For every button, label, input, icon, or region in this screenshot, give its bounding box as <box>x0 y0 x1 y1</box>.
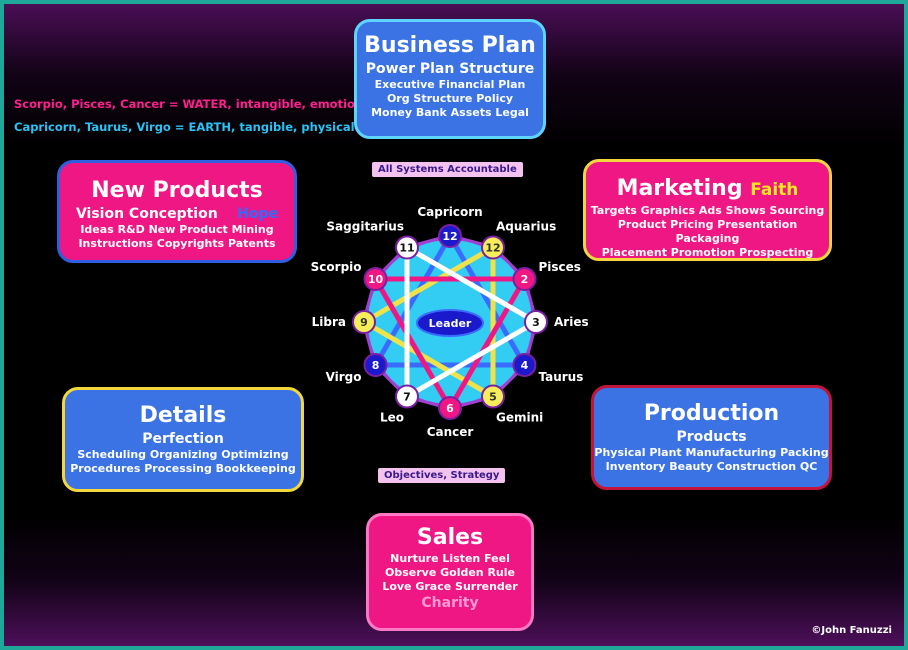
business-plan-line: Money Bank Assets Legal <box>371 106 529 119</box>
business-plan-title: Business Plan <box>364 33 536 58</box>
details-subtitle: Perfection <box>142 431 224 447</box>
diagram-canvas: Scorpio, Pisces, Cancer = WATER, intangi… <box>4 4 904 646</box>
details-line: Procedures Processing Bookkeeping <box>70 462 296 475</box>
sign-label: Cancer <box>427 425 474 439</box>
sign-label: Capricorn <box>417 205 482 219</box>
production-line: Physical Plant Manufacturing Packing <box>594 446 829 459</box>
new-products-line: Instructions Copyrights Patents <box>78 237 276 250</box>
sign-label: Leo <box>380 410 404 424</box>
new-products-box: New Products Vision Conception Hope Idea… <box>57 160 297 263</box>
details-line: Scheduling Organizing Optimizing <box>77 448 289 461</box>
sign-number: 3 <box>532 316 540 329</box>
earth-legend: Capricorn, Taurus, Virgo = EARTH, tangib… <box>14 120 355 134</box>
sign-number: 9 <box>360 316 368 329</box>
sign-number: 11 <box>399 242 414 255</box>
sign-node <box>352 310 376 334</box>
sign-node <box>481 384 505 409</box>
production-box: Production Products Physical Plant Manuf… <box>591 385 832 490</box>
leader-label: Leader <box>429 317 472 330</box>
business-plan-subtitle: Power Plan Structure <box>365 61 535 77</box>
sign-node <box>395 384 419 409</box>
sign-number: 5 <box>489 390 497 403</box>
business-plan-line: Org Structure Policy <box>386 92 514 105</box>
triangle-line <box>373 276 527 411</box>
sales-line: Love Grace Surrender <box>382 580 518 593</box>
water-legend: Scorpio, Pisces, Cancer = WATER, intangi… <box>14 97 375 111</box>
sign-label: Aries <box>554 315 589 329</box>
sign-number: 12 <box>442 230 457 243</box>
sign-label: Pisces <box>538 260 580 274</box>
details-box: Details Perfection Scheduling Organizing… <box>62 387 304 492</box>
sign-number: 8 <box>372 359 380 372</box>
sign-node <box>512 267 537 291</box>
leader-ellipse <box>416 309 484 337</box>
production-subtitle: Products <box>676 429 747 445</box>
sign-number: 2 <box>521 273 529 286</box>
triangle-line <box>404 245 539 399</box>
marketing-title: Marketing <box>616 176 743 201</box>
sales-line: Observe Golden Rule <box>384 566 515 579</box>
marketing-line: Product Pricing Presentation Packaging <box>617 218 798 245</box>
marketing-line: Targets Graphics Ads Shows Sourcing <box>590 204 825 217</box>
sales-box: Sales Nurture Listen Feel Observe Golden… <box>366 513 534 631</box>
sign-node <box>395 235 419 260</box>
sign-node <box>481 235 505 260</box>
marketing-box: Marketing Faith Targets Graphics Ads Sho… <box>583 159 832 261</box>
new-products-subtitle-row: Vision Conception Hope <box>60 205 294 223</box>
sign-node <box>363 267 388 291</box>
triangle-line <box>361 245 496 399</box>
sign-node <box>438 396 462 420</box>
sign-number: 4 <box>521 359 529 372</box>
objectives-tag: Objectives, Strategy <box>378 468 506 483</box>
sales-line: Nurture Listen Feel <box>390 552 510 565</box>
sign-number: 7 <box>403 390 411 403</box>
production-title: Production <box>643 401 780 426</box>
faith-label: Faith <box>750 180 799 200</box>
sales-title: Sales <box>416 525 484 550</box>
all-systems-tag: All Systems Accountable <box>372 162 523 177</box>
business-plan-box: Business Plan Power Plan Structure Execu… <box>354 19 546 139</box>
sign-number: 12 <box>485 242 500 255</box>
sign-number: 6 <box>446 402 454 415</box>
sign-label: Saggitarius <box>326 220 404 234</box>
triangle-line <box>373 233 527 368</box>
new-products-line: Ideas R&D New Product Mining <box>80 223 274 236</box>
marketing-title-row: Marketing Faith <box>586 175 829 204</box>
production-line: Inventory Beauty Construction QC <box>605 460 818 473</box>
sign-node <box>512 353 537 377</box>
sign-label: Taurus <box>538 370 583 384</box>
new-products-subtitle: Vision Conception <box>75 206 218 222</box>
charity-label: Charity <box>421 595 479 611</box>
sign-node <box>363 353 388 377</box>
sign-label: Aquarius <box>496 220 556 234</box>
new-products-title: New Products <box>91 178 263 203</box>
sign-label: Gemini <box>496 410 543 424</box>
details-title: Details <box>139 403 227 428</box>
enneagram-wheel: Leader 12 Capricorn 12 Aquarius 2 Pisces 3 Aries… <box>311 205 589 439</box>
sign-label: Scorpio <box>311 260 362 274</box>
sign-number: 10 <box>368 273 384 286</box>
sign-node <box>524 310 548 334</box>
copyright: ©John Fanuzzi <box>811 625 892 636</box>
marketing-line: Placement Promotion Prospecting <box>601 246 814 259</box>
business-plan-line: Executive Financial Plan <box>374 78 526 91</box>
sign-label: Libra <box>312 315 346 329</box>
sign-node <box>438 224 462 248</box>
sign-label: Virgo <box>326 370 362 384</box>
hope-label: Hope <box>237 206 279 222</box>
